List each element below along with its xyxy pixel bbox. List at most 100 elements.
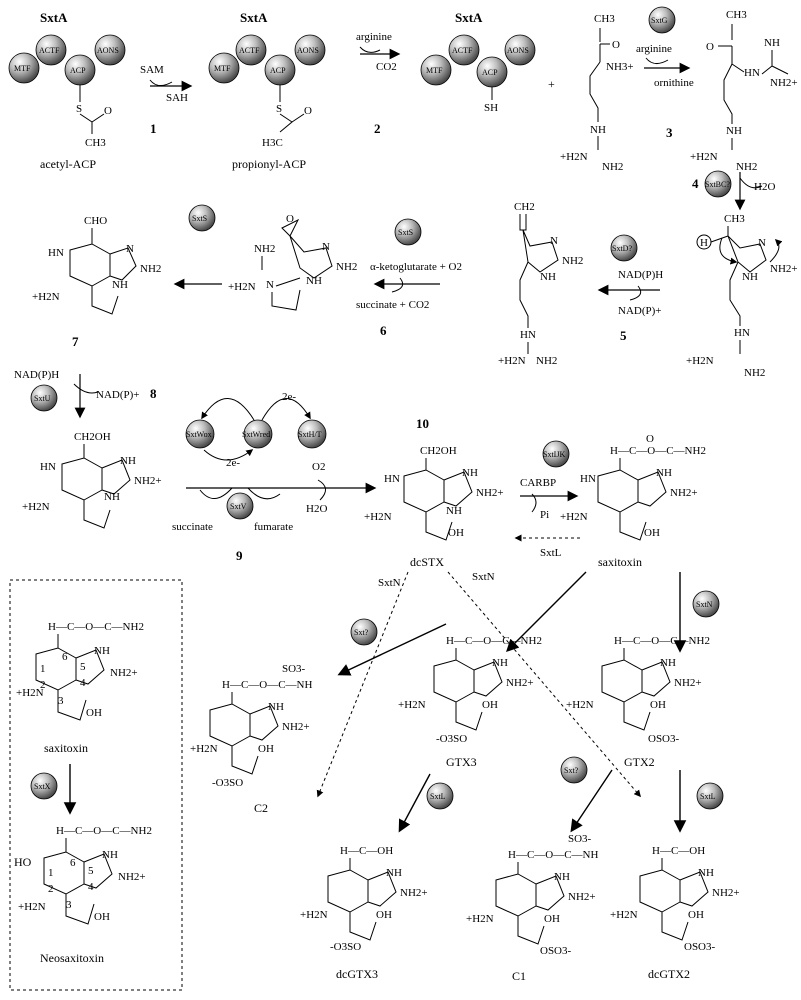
sxtu-label: SxtU xyxy=(34,394,51,403)
ak-ch3: CH3 xyxy=(594,13,615,25)
neo-oh: OH xyxy=(94,911,110,923)
hm-hn: HN xyxy=(40,461,56,473)
sxtq-sphere-1 xyxy=(350,618,378,646)
mtf-sphere-2 xyxy=(208,52,240,84)
box-stx-n3: 3 xyxy=(58,695,64,707)
neosaxitoxin-caption: Neosaxitoxin xyxy=(40,951,104,965)
aons-sphere xyxy=(94,34,126,66)
aldehyde-tricyclic: CHO N NH2 NH HN +H2N xyxy=(32,215,161,315)
neo-c2: 2 xyxy=(48,883,54,895)
actf-sphere-2 xyxy=(235,34,267,66)
sxtq-label-2: Sxt? xyxy=(564,766,579,775)
g2-oso3: OSO3- xyxy=(648,733,680,745)
thioester-o: O xyxy=(104,105,112,117)
sxta-acetyl-stage: SxtA MTF ACTF ACP AONS S O CH3 acetyl-AC… xyxy=(8,10,126,171)
step9-number: 9 xyxy=(236,548,243,563)
aons-sphere-3 xyxy=(504,34,536,66)
g3-h2n: +H2N xyxy=(398,699,426,711)
dcgtx3-structure: H—C—OH NH NH2+ +H2N OH -O3SO dcGTX3 xyxy=(300,845,428,981)
d2-nh: NH xyxy=(698,867,714,879)
propionyl-h3c: H3C xyxy=(262,137,283,149)
step-5: SxtD? NAD(P)H NAD(P)+ 5 xyxy=(597,234,663,343)
d3-nh2p: NH2+ xyxy=(400,887,428,899)
vi-nh2: NH2 xyxy=(562,255,583,267)
mtf-label-2: MTF xyxy=(214,64,231,73)
sxtv-label: SxtV xyxy=(230,502,247,511)
sxts-sphere-a xyxy=(394,218,422,246)
gk-ch3: CH3 xyxy=(726,9,747,21)
step2-number: 2 xyxy=(374,121,381,136)
sxtl-back-label: SxtL xyxy=(540,547,562,559)
hm-h2n: +H2N xyxy=(22,501,50,513)
step1-number: 1 xyxy=(150,121,157,136)
sxtv-sphere xyxy=(226,492,254,520)
sxta-title-2: SxtA xyxy=(240,10,268,25)
c2-nh: NH xyxy=(268,701,284,713)
g3-oso3: -O3SO xyxy=(436,733,467,745)
vi-nh: NH xyxy=(540,271,556,283)
stx-h2n: +H2N xyxy=(560,511,588,523)
g3-nh: NH xyxy=(492,657,508,669)
sxtd-label: SxtD? xyxy=(612,244,632,253)
guanidino-ketone: CH3 O HN NH NH2+ NH +H2N NH2 xyxy=(690,9,798,173)
box-stx-oh: OH xyxy=(86,707,102,719)
step6-akg: α-ketoglutarate + O2 xyxy=(370,261,462,273)
step1-sah: SAH xyxy=(166,92,188,104)
plus-sign: + xyxy=(548,77,555,91)
neo-ho: HO xyxy=(14,855,32,869)
gtx2-structure: H—C—O—C—NH2 NH NH2+ +H2N OH OSO3- GTX2 xyxy=(566,635,710,769)
c2-nh2p: NH2+ xyxy=(282,721,310,733)
stx-nh: NH xyxy=(656,467,672,479)
sxtl-label-2: SxtL xyxy=(700,792,716,801)
c2-oso3: -O3SO xyxy=(212,777,243,789)
g2-h2n: +H2N xyxy=(566,699,594,711)
step5-nadph: NAD(P)H xyxy=(618,269,663,281)
g3-nh2p: NH2+ xyxy=(506,677,534,689)
d3-oh: OH xyxy=(376,909,392,921)
ak-nh2: NH2 xyxy=(602,161,623,173)
step-7: SxtS 7 xyxy=(72,204,222,349)
stx-nh2p: NH2+ xyxy=(670,487,698,499)
epoxide-bicyclic: O N NH2 NH NH2 +H2N N xyxy=(228,213,357,311)
hm-nh-2: NH xyxy=(104,491,120,503)
cg-n: N xyxy=(758,237,766,249)
step8-nadph: NAD(P)H xyxy=(14,369,59,381)
acetyl-ch3: CH3 xyxy=(85,137,106,149)
d3-nh: NH xyxy=(386,867,402,879)
hm-nh2p: NH2+ xyxy=(134,475,162,487)
gk-nh2p: NH2+ xyxy=(770,77,798,89)
step6-number: 6 xyxy=(380,323,387,338)
step4-number: 4 xyxy=(692,176,699,191)
box-stx-c5: 5 xyxy=(80,661,86,673)
sxtd-sphere xyxy=(610,234,638,262)
c1-oh: OH xyxy=(544,913,560,925)
ep-nh: NH xyxy=(306,275,322,287)
sxta-free-stage: SxtA MTF ACTF ACP AONS SH xyxy=(420,10,536,114)
sxtw-sphere xyxy=(185,419,215,449)
sxtbc-sphere xyxy=(704,170,732,198)
cg-nh: NH xyxy=(742,271,758,283)
step2-co2: CO2 xyxy=(376,61,397,73)
gk-o: O xyxy=(706,41,714,53)
c2-so3: SO3- xyxy=(282,663,306,675)
step-8: NAD(P)H SxtU NAD(P)+ 8 xyxy=(14,369,157,419)
c1-structure: H—C—O—C—NH SO3- NH NH2+ +H2N OH OSO3- C1 xyxy=(466,833,599,983)
dcstx-caption: dcSTX xyxy=(410,555,444,569)
vi-ch2: CH2 xyxy=(514,201,535,213)
sxtht-sphere xyxy=(297,419,327,449)
sxtl-label-1: SxtL xyxy=(430,792,446,801)
sxtht-label: SxtH/T xyxy=(298,430,322,439)
mtf-sphere-3 xyxy=(420,54,452,86)
gk-h2n: +H2N xyxy=(690,151,718,163)
box-stx-c6: 6 xyxy=(62,651,68,663)
step10-o2: O2 xyxy=(312,461,325,473)
step-3: SxtG arginine ornithine 3 xyxy=(636,6,694,140)
thioester-s-2: S xyxy=(276,103,282,115)
sxtijk-sphere xyxy=(542,440,570,468)
g2-oh: OH xyxy=(650,699,666,711)
acp-label-3: ACP xyxy=(482,68,498,77)
mtf-label: MTF xyxy=(14,64,31,73)
vinyl-imidazoline: CH2 N NH2 NH HN +H2N NH2 xyxy=(498,201,583,367)
sxtwred-label: SxtWred xyxy=(242,430,270,439)
